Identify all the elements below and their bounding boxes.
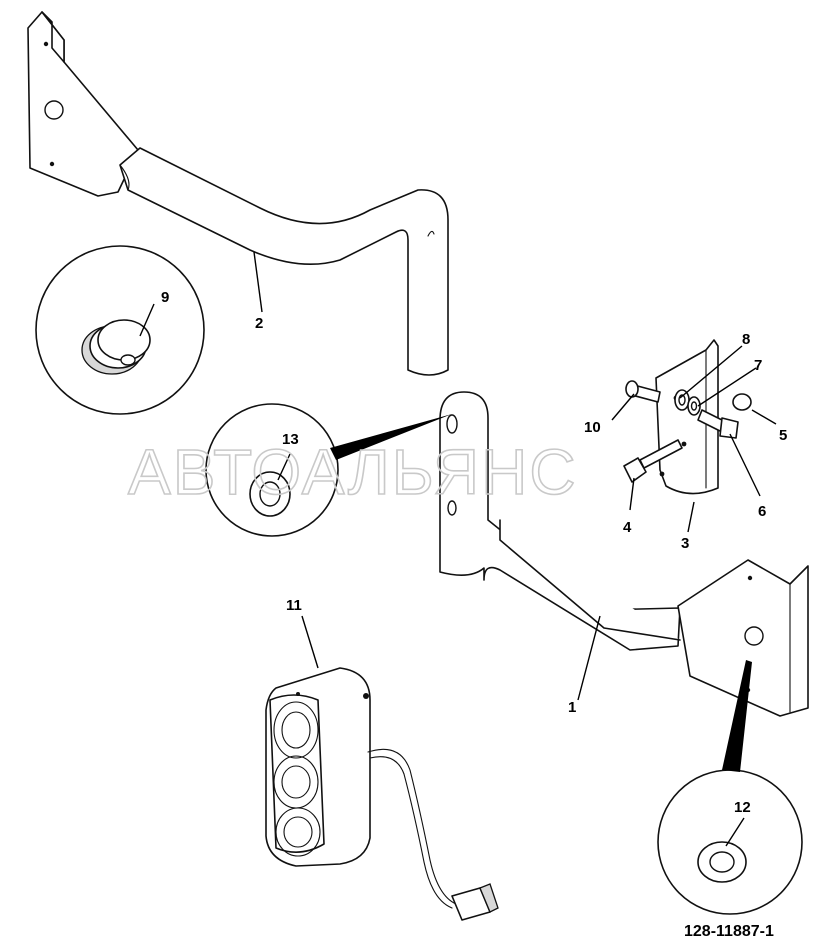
callout-11: 11	[286, 597, 302, 614]
upper-mirror-arm	[27, 11, 449, 376]
callout-6: 6	[758, 503, 766, 520]
detail-circle-13	[205, 403, 452, 537]
callout-3: 3	[681, 535, 689, 552]
callout-10: 10	[584, 419, 601, 436]
side-marker-lamp	[265, 667, 499, 921]
callout-13: 13	[282, 431, 299, 448]
bolt-4	[623, 439, 683, 483]
bolt-6	[697, 409, 739, 439]
nut-5	[732, 393, 752, 411]
watermark-text: АВТОАЛЬЯНС	[128, 436, 578, 508]
callout-2: 2	[255, 315, 263, 332]
callout-7: 7	[754, 357, 762, 374]
document-id: 128-11887-1	[684, 923, 774, 940]
bolt-10	[625, 380, 661, 403]
callout-5: 5	[779, 427, 787, 444]
lower-mirror-arm	[439, 391, 809, 717]
callout-1: 1	[568, 699, 576, 716]
detail-circle-12	[657, 660, 803, 915]
leader-lines	[139, 251, 777, 847]
callout-9: 9	[161, 289, 169, 306]
callout-12: 12	[734, 799, 751, 816]
callout-4: 4	[623, 519, 632, 536]
callout-8: 8	[742, 331, 750, 348]
detail-circle-9	[35, 245, 205, 415]
washer-7	[687, 396, 701, 416]
